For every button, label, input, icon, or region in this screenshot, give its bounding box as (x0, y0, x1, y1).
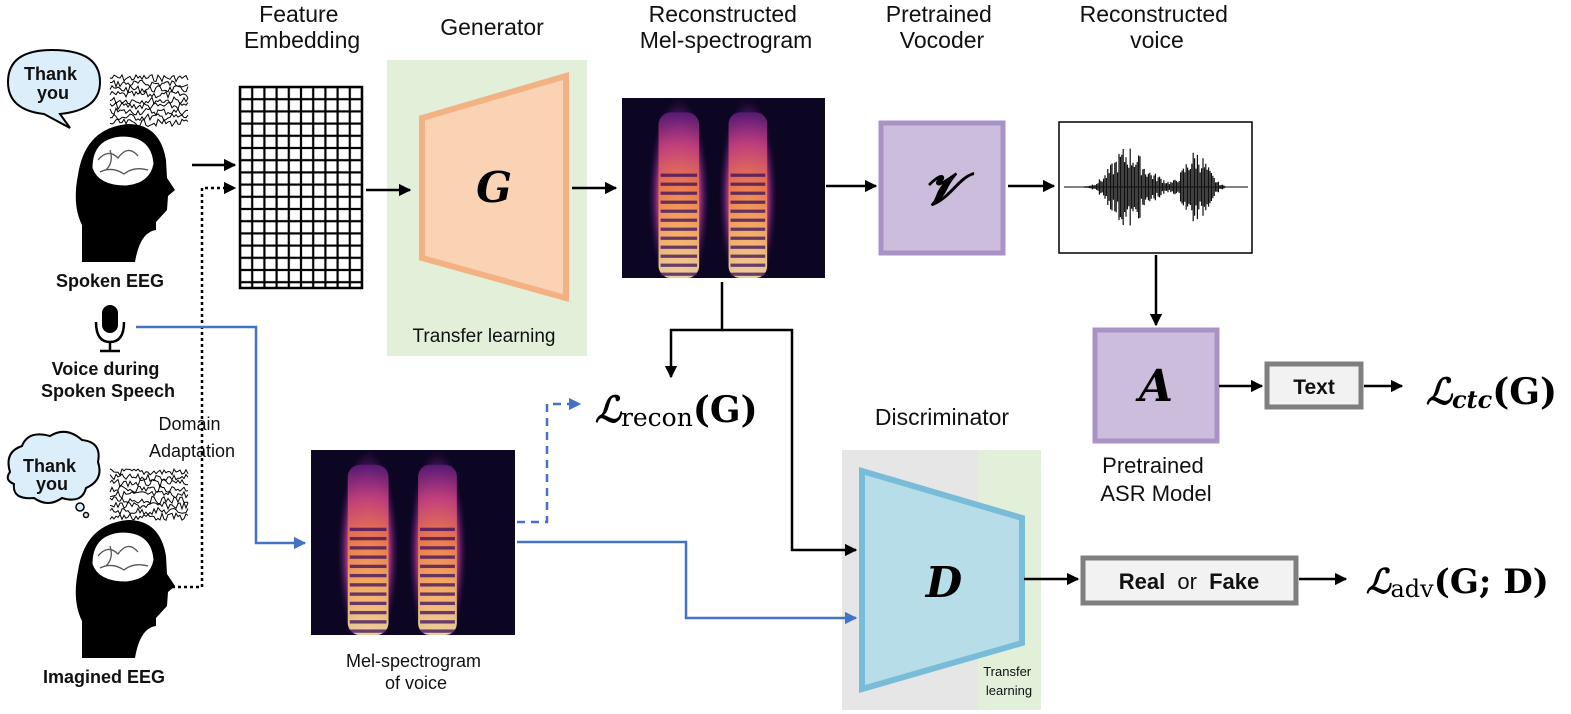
voice-during-label: Voice during Spoken Speech (41, 359, 175, 401)
transfer-learning-generator-label: Transfer learning (413, 326, 556, 347)
domain-adaptation-label: Domain Adaptation (149, 414, 235, 461)
svg-text:Thank you: Thank you (24, 64, 82, 103)
arrow-imagined-eeg-dotted (166, 181, 237, 589)
head-imagined-icon (75, 520, 175, 658)
pretrained-asr-label: Pretrained ASR Model (1100, 453, 1211, 506)
head-spoken-icon (75, 124, 175, 262)
transfer-learning-discriminator-label: Transfer learning (983, 664, 1035, 698)
eeg-signal-spoken-icon (109, 73, 189, 128)
feature-embedding-header: Feature Embedding (244, 1, 360, 53)
arrows (136, 158, 1404, 625)
thought-bubble-spoken: Thank you (6, 48, 102, 129)
real-or-fake-label: Real or Fake (1119, 569, 1259, 594)
feature-embedding-grid (238, 85, 364, 290)
spoken-eeg-label: Spoken EEG (56, 271, 164, 291)
real-or-fake-box (1080, 555, 1299, 606)
reconstructed-mel-spectrogram (622, 98, 825, 278)
mel-of-voice-label: Mel-spectrogram of voice (346, 651, 486, 693)
thought-bubble-imagined: Thank you (6, 430, 101, 519)
asr-box (1092, 327, 1220, 444)
loss-adv: ℒadv(G; D) (1366, 562, 1549, 603)
loss-recon: ℒrecon(G) (595, 389, 758, 432)
asr-symbol: A (1135, 361, 1173, 412)
generator-trapezoid (419, 72, 569, 302)
svg-text:Thank you: Thank you (23, 456, 81, 494)
text-output-box (1264, 361, 1364, 410)
discriminator-symbol: D (925, 558, 963, 607)
microphone-icon (94, 305, 126, 353)
mel-spectrogram-of-voice (311, 450, 515, 635)
loss-ctc: ℒctc(G) (1426, 371, 1557, 414)
pretrained-vocoder-header: Pretrained Vocoder (886, 1, 999, 53)
reconstructed-voice-header: Reconstructed voice (1080, 1, 1235, 53)
arrow-mel-to-recon-loss (664, 282, 724, 379)
imagined-eeg-label: Imagined EEG (43, 667, 165, 687)
waveform-icon (1064, 148, 1248, 226)
arrow-mel-to-discriminator (722, 328, 858, 557)
arrow-voice-to-mel-of-voice (136, 325, 307, 550)
text-output-label: Text (1293, 376, 1335, 399)
generator-symbol: G (476, 163, 512, 212)
arrow-voice-mel-to-discriminator (517, 540, 858, 625)
arrow-voice-mel-to-recon-dashed (517, 397, 582, 524)
discriminator-trapezoid (859, 466, 1025, 693)
discriminator-header: Discriminator (875, 404, 1010, 430)
eeg-signal-imagined-icon (109, 468, 189, 522)
vocoder-box (878, 120, 1006, 256)
reconstructed-mel-header: Reconstructed Mel-spectrogram (640, 1, 813, 53)
generator-header: Generator (440, 14, 544, 40)
